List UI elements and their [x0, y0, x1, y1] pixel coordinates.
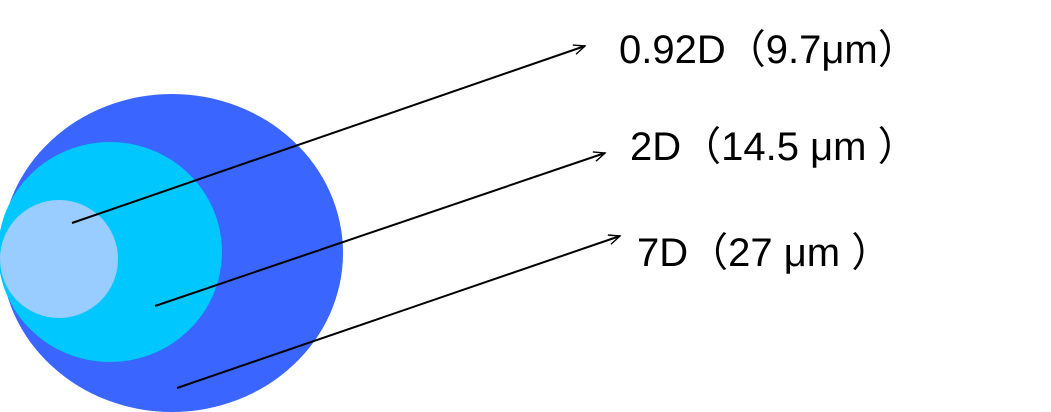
label-middle-fiber: 2D（14.5 μm ） [630, 125, 918, 169]
label-outer-fiber: 7D（27 μm ） [637, 231, 892, 275]
arrow-middle-to-label [154, 153, 605, 307]
inner-fiber-circle [0, 200, 118, 318]
arrow-inner-to-label [71, 46, 585, 224]
label-inner-fiber: 0.92D（9.7μm） [619, 28, 918, 72]
arrow-outer-to-label [176, 236, 620, 389]
